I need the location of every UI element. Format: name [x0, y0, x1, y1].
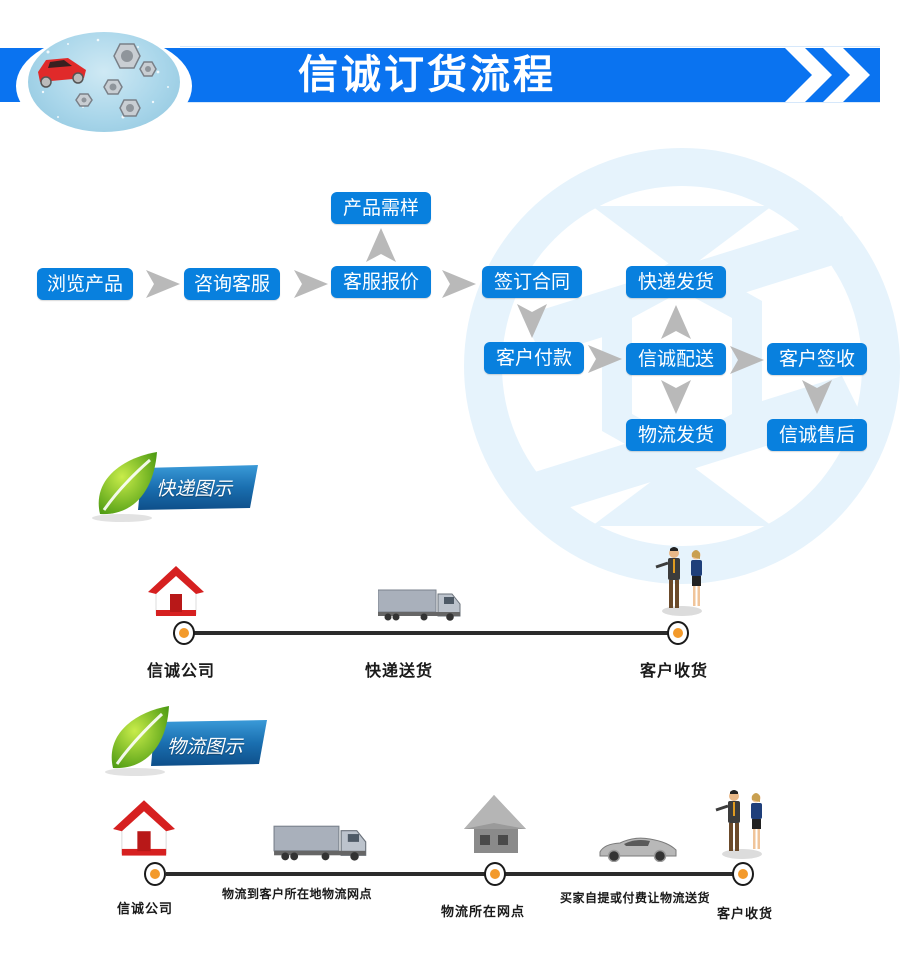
timeline-node-dot — [732, 862, 754, 886]
timeline-node-label: 客户收货 — [717, 907, 774, 922]
business-people-icon — [715, 790, 762, 859]
express-timeline-line — [192, 631, 668, 635]
flow-step-product-sample: 产品需样 — [331, 192, 431, 224]
gray-house-icon — [464, 795, 526, 853]
arrow-down-icon — [661, 380, 691, 414]
flow-step-browse-products: 浏览产品 — [37, 268, 133, 300]
logistics-timeline-line — [166, 872, 742, 876]
arrow-right-icon — [442, 270, 476, 298]
timeline-node-label: 快递送货 — [365, 661, 434, 680]
truck-icon — [273, 825, 367, 861]
red-house-icon — [113, 800, 175, 856]
flow-step-express-shipping: 快递发货 — [626, 266, 726, 298]
timeline-node-dot — [144, 862, 166, 886]
express-section-badge: 快递图示 — [82, 450, 262, 525]
timeline-node-label: 信诚公司 — [117, 902, 174, 917]
arrow-down-icon — [802, 380, 832, 414]
car-and-nuts-photo — [28, 32, 180, 132]
arrow-right-icon — [146, 270, 180, 298]
arrow-right-icon — [294, 270, 328, 298]
timeline-node-label: 物流到客户所在地物流网点 — [222, 887, 373, 901]
flow-step-customer-signoff: 客户签收 — [767, 343, 867, 375]
flow-step-service-quote: 客服报价 — [331, 266, 431, 298]
page-title: 信诚订货流程 — [298, 52, 556, 98]
arrow-right-icon — [588, 345, 622, 373]
arrow-right-icon — [730, 346, 764, 374]
timeline-node-label: 买家自提或付费让物流送货 — [560, 891, 711, 905]
timeline-node-label: 客户收货 — [640, 661, 709, 680]
flow-step-customer-payment: 客户付款 — [484, 342, 584, 374]
arrow-up-icon — [366, 228, 396, 262]
timeline-node-dot — [667, 621, 689, 645]
double-chevron-right-icon — [785, 48, 870, 102]
timeline-node-dot — [484, 862, 506, 886]
flow-step-xincheng-delivery: 信诚配送 — [626, 343, 726, 375]
car-icon — [599, 837, 677, 862]
timeline-node-label: 信诚公司 — [147, 661, 216, 680]
leaf-ribbon-icon — [92, 452, 258, 522]
flow-step-logistics-shipping: 物流发货 — [626, 419, 726, 451]
red-house-icon — [148, 566, 204, 616]
banner-line-bottom — [180, 102, 880, 103]
badge-label: 物流图示 — [167, 736, 244, 758]
arrow-up-icon — [661, 305, 691, 339]
banner-line-top — [180, 46, 880, 47]
business-people-icon — [655, 547, 702, 616]
logistics-section-badge: 物流图示 — [95, 702, 275, 777]
flow-step-consult-service: 咨询客服 — [184, 268, 280, 300]
flow-step-after-sales: 信诚售后 — [767, 419, 867, 451]
leaf-ribbon-icon — [105, 706, 267, 776]
arrow-down-icon — [517, 304, 547, 338]
truck-icon — [378, 589, 461, 621]
timeline-node-label: 物流所在网点 — [441, 905, 526, 920]
timeline-node-dot — [173, 621, 195, 645]
badge-label: 快递图示 — [156, 478, 233, 500]
flow-step-sign-contract: 签订合同 — [482, 266, 582, 298]
